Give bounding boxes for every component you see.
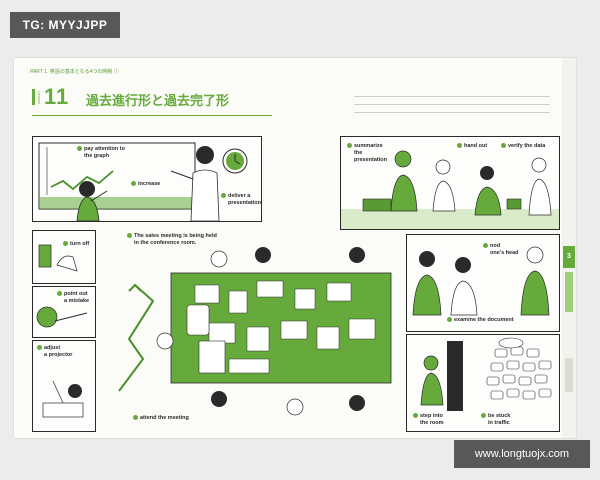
label-pay-attention: pay attention to: [77, 146, 125, 152]
bullet-icon: [133, 415, 138, 421]
bullet-icon: [127, 233, 132, 239]
summarize-illustration: [341, 150, 559, 229]
label-be-stuck-line2: in traffic: [488, 420, 510, 426]
label-point-out-line2: a mistake: [64, 298, 90, 304]
panel-conference: The sales meeting is being held in the c…: [98, 230, 404, 432]
label-point-out: point out: [57, 291, 88, 297]
bullet-icon: [501, 143, 506, 149]
conference-table-illustration: [118, 247, 392, 416]
page-title: 過去進行形と過去完了形: [86, 93, 230, 108]
label-nod-line2: one's head: [490, 250, 519, 256]
title-divider: [32, 115, 272, 116]
label-adjust-line2: a projector: [44, 352, 73, 358]
label-nod: nod: [483, 243, 500, 249]
panel-summarize: summarize the presentation hand out veri…: [340, 136, 560, 230]
panel-turn-off: turn off: [32, 230, 96, 284]
label-summarize: summarize: [347, 143, 383, 149]
label-verify: verify the data: [501, 143, 545, 149]
bullet-icon: [57, 291, 62, 297]
panel-traffic: step into the room be stuck in traffic: [406, 334, 560, 432]
label-step-into: step into: [413, 413, 443, 419]
nod-illustration: [412, 246, 550, 316]
label-summarize-line2: the: [354, 150, 363, 156]
bullet-icon: [63, 241, 68, 247]
panel-presentation: pay attention to the graph increase deli…: [32, 136, 262, 222]
chapter-tab: 3: [563, 246, 575, 268]
label-examine: examine the document: [447, 317, 514, 323]
lesson-marker: [32, 89, 35, 105]
label-step-into-line2: the room: [420, 420, 444, 426]
label-deliver-line2: presentation: [228, 200, 262, 206]
bullet-icon: [457, 143, 462, 149]
label-adjust: adjust: [37, 345, 60, 351]
traffic-illustration: [420, 337, 552, 411]
label-hand-out: hand out: [457, 143, 487, 149]
label-increase: increase: [131, 181, 160, 187]
bullet-icon: [77, 146, 82, 152]
lesson-number: 11: [44, 84, 70, 109]
bullet-icon: [483, 243, 488, 249]
bullet-icon: [347, 143, 352, 149]
panel-nod: nod one's head examine the document: [406, 234, 560, 332]
bullet-icon: [37, 345, 42, 351]
bullet-icon: [447, 317, 452, 323]
book-page: PART 1. 英語の基本となる4つの時制 ① Lesson 11 過去進行形と…: [14, 58, 576, 438]
notes-line: [354, 112, 550, 113]
label-be-stuck: be stuck: [481, 413, 510, 419]
label-sales-meeting-line2: in the conference room.: [134, 240, 197, 246]
label-deliver: deliver a: [221, 193, 250, 199]
bullet-icon: [481, 413, 486, 419]
label-turn-off: turn off: [63, 241, 89, 247]
bullet-icon: [413, 413, 418, 419]
notes-line: [354, 96, 550, 97]
bullet-icon: [131, 181, 136, 187]
notes-line: [354, 104, 550, 105]
bullet-icon: [221, 193, 226, 199]
breadcrumb: PART 1. 英語の基本となる4つの時制 ①: [30, 69, 119, 75]
light-switch-illustration: [38, 244, 78, 272]
presentation-illustration: [38, 142, 248, 221]
chapter-tab-label: [565, 358, 573, 392]
watermark-tag: TG: MYYJJPP: [10, 12, 120, 38]
lesson-label: Lesson: [37, 91, 42, 104]
projector-illustration: [42, 380, 84, 418]
point-out-illustration: [36, 306, 88, 328]
label-pay-attention-line2: the graph: [84, 153, 110, 159]
label-attend: attend the meeting: [133, 415, 189, 421]
label-sales-meeting: The sales meeting is being held: [127, 233, 217, 239]
chapter-tab-label: [565, 272, 573, 312]
watermark-url: www.longtuojx.com: [454, 440, 590, 468]
panel-point-out: point out a mistake: [32, 286, 96, 338]
label-summarize-line3: presentation: [354, 157, 388, 163]
panel-adjust: adjust a projector: [32, 340, 96, 432]
